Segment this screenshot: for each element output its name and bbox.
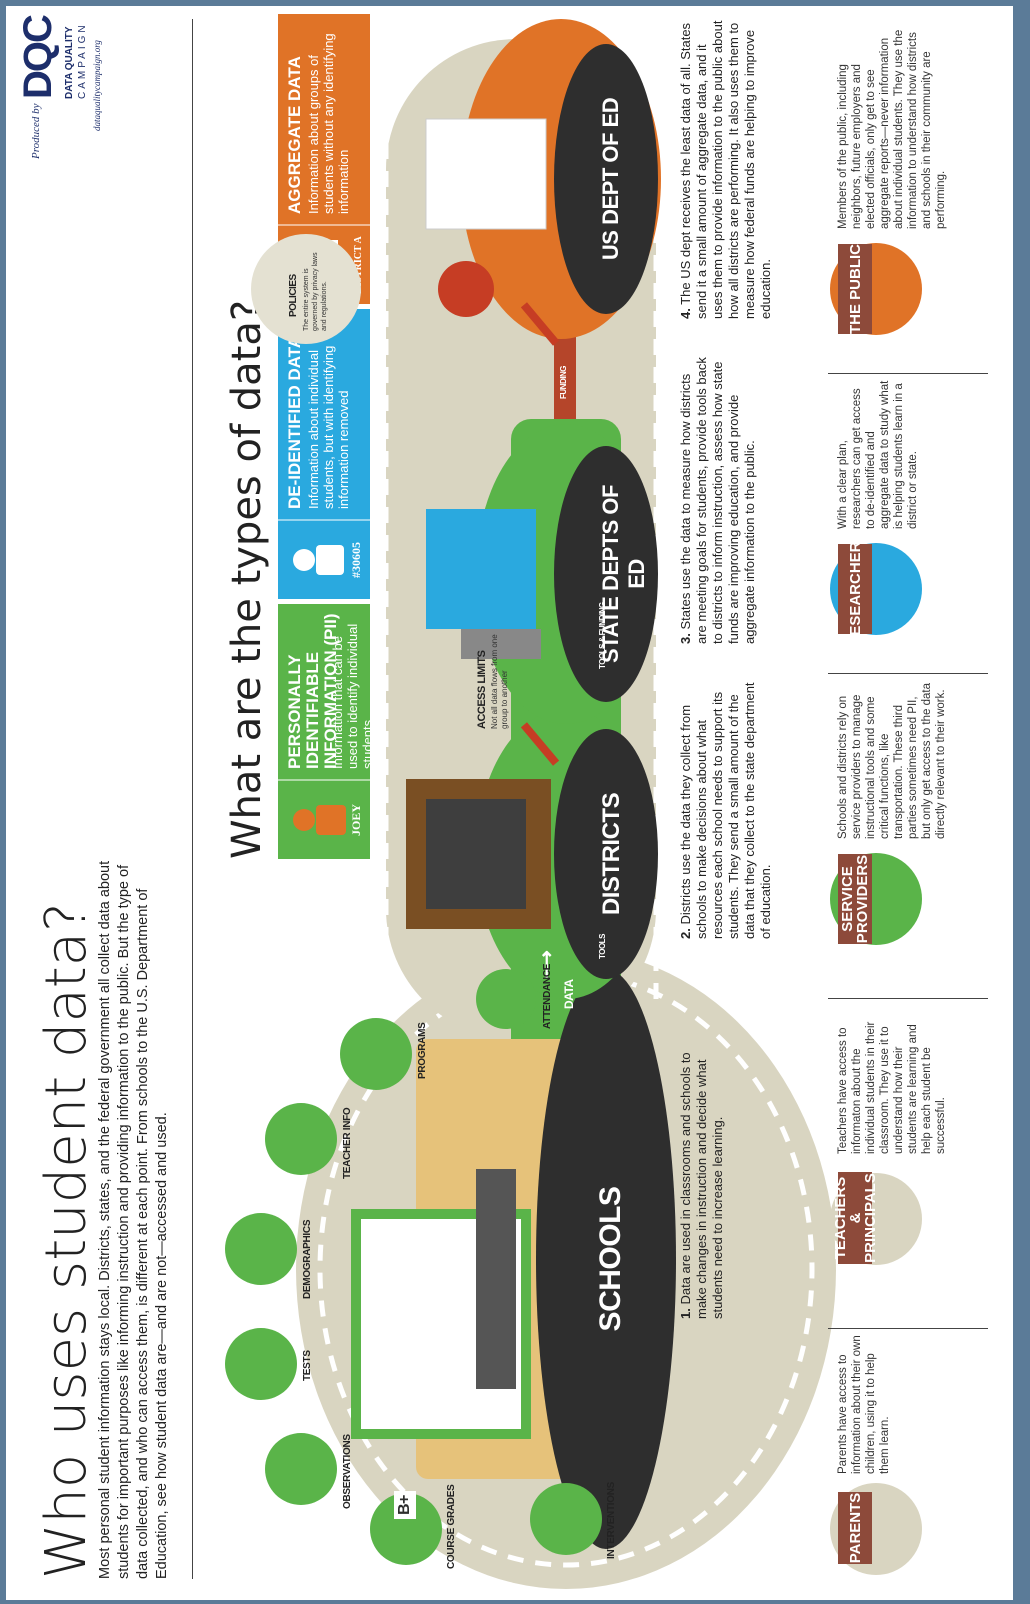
- funding-label: FUNDING: [559, 366, 568, 399]
- step-3: 3. States use the data to measure how di…: [678, 354, 758, 644]
- audience-divider: [828, 998, 988, 999]
- audience-providers-label: SERVICE PROVIDERS: [838, 854, 872, 944]
- category-demographics: DEMOGRAPHICS: [302, 1219, 313, 1299]
- audience-divider: [828, 673, 988, 674]
- usdept-label: US DEPT OF ED: [598, 97, 623, 261]
- audience-parents-label: PARENTS: [838, 1492, 872, 1564]
- category-course-grades: COURSE GRADES: [446, 1484, 457, 1569]
- districts-base: [554, 729, 658, 979]
- audience-divider: [828, 1328, 988, 1329]
- schools-label: SCHOOLS: [594, 1186, 627, 1332]
- pii-tile: JOEY PERSONALLY IDENTIFIABLE INFORMATION…: [278, 604, 375, 859]
- grade-text: B+: [394, 1491, 416, 1519]
- audience-teachers-label: TEACHERS & PRINCIPALS: [831, 1172, 879, 1264]
- schools-base: [536, 969, 676, 1549]
- category-programs: PROGRAMS: [417, 1022, 428, 1080]
- policies-body: The entire system is governed by privacy…: [303, 252, 328, 331]
- tools-funding-label: TOOLS & FUNDING: [598, 602, 607, 669]
- policies-bubble: [251, 234, 361, 344]
- step-4-text: The US dept receives the least data of a…: [678, 20, 773, 319]
- data-arrow-label: DATA: [562, 979, 576, 1009]
- step-2-num: 2.: [678, 928, 693, 939]
- desk: [476, 1169, 516, 1389]
- step-1-num: 1.: [678, 1308, 693, 1319]
- rotated-canvas: Who uses student data? Most personal stu…: [6, 7, 1012, 1599]
- state-building: [426, 509, 536, 629]
- category-attendance: ATTENDANCE: [542, 963, 553, 1029]
- deidentified-tile: #30605 DE-IDENTIFIED DATA Information ab…: [278, 309, 370, 599]
- dome: [438, 261, 494, 317]
- step-2-text: Districts use the data they collect from…: [678, 682, 773, 939]
- policies-title: POLICIES: [288, 274, 299, 317]
- districts-label: DISTRICTS: [598, 792, 625, 916]
- step-3-num: 3.: [678, 633, 693, 644]
- category-tests: TESTS: [302, 1350, 313, 1381]
- audience-researchers-label: RESEARCHERS: [838, 531, 872, 647]
- state-base: [554, 446, 658, 702]
- step-4-num: 4.: [678, 308, 693, 319]
- step-1: 1. Data are used in classrooms and schoo…: [678, 1019, 726, 1319]
- audience-divider: [828, 373, 988, 374]
- step-1-text: Data are used in classrooms and schools …: [678, 1052, 725, 1319]
- category-observations: OBSERVATIONS: [342, 1434, 353, 1509]
- access-limits-body: Not all data flows from one group to ano…: [490, 634, 509, 729]
- access-limits-title: ACCESS LIMITS: [476, 650, 488, 729]
- usdept-base: [554, 44, 658, 314]
- anonymous-icon: #30605: [278, 519, 370, 599]
- audience-public-label: THE PUBLIC: [838, 244, 872, 334]
- step-2: 2. Districts use the data they collect f…: [678, 669, 774, 939]
- audience-public-text: Members of the public, including neighbo…: [837, 29, 947, 229]
- category-teacher-info: TEACHER INFO: [342, 1107, 353, 1179]
- audience-researchers-text: With a clear plan, researchers can get a…: [837, 380, 919, 529]
- audience-providers-text: Schools and districts rely on service pr…: [837, 683, 947, 839]
- audience-teachers-text: Teachers have access to informaton about…: [837, 1021, 947, 1154]
- capitol-building: [425, 118, 547, 230]
- tools-arrow-label: TOOLS: [598, 934, 607, 959]
- student-icon: JOEY: [278, 779, 370, 859]
- flow-diagram: [225, 19, 922, 1589]
- step-3-text: States use the data to measure how distr…: [678, 357, 757, 644]
- category-interventions: INTERVENTIONS: [606, 1481, 617, 1559]
- audience-parents-text: Parents have access to information about…: [837, 1335, 891, 1474]
- step-4: 4. The US dept receives the least data o…: [678, 19, 774, 319]
- infographic-page: Who uses student data? Most personal stu…: [6, 6, 1013, 1600]
